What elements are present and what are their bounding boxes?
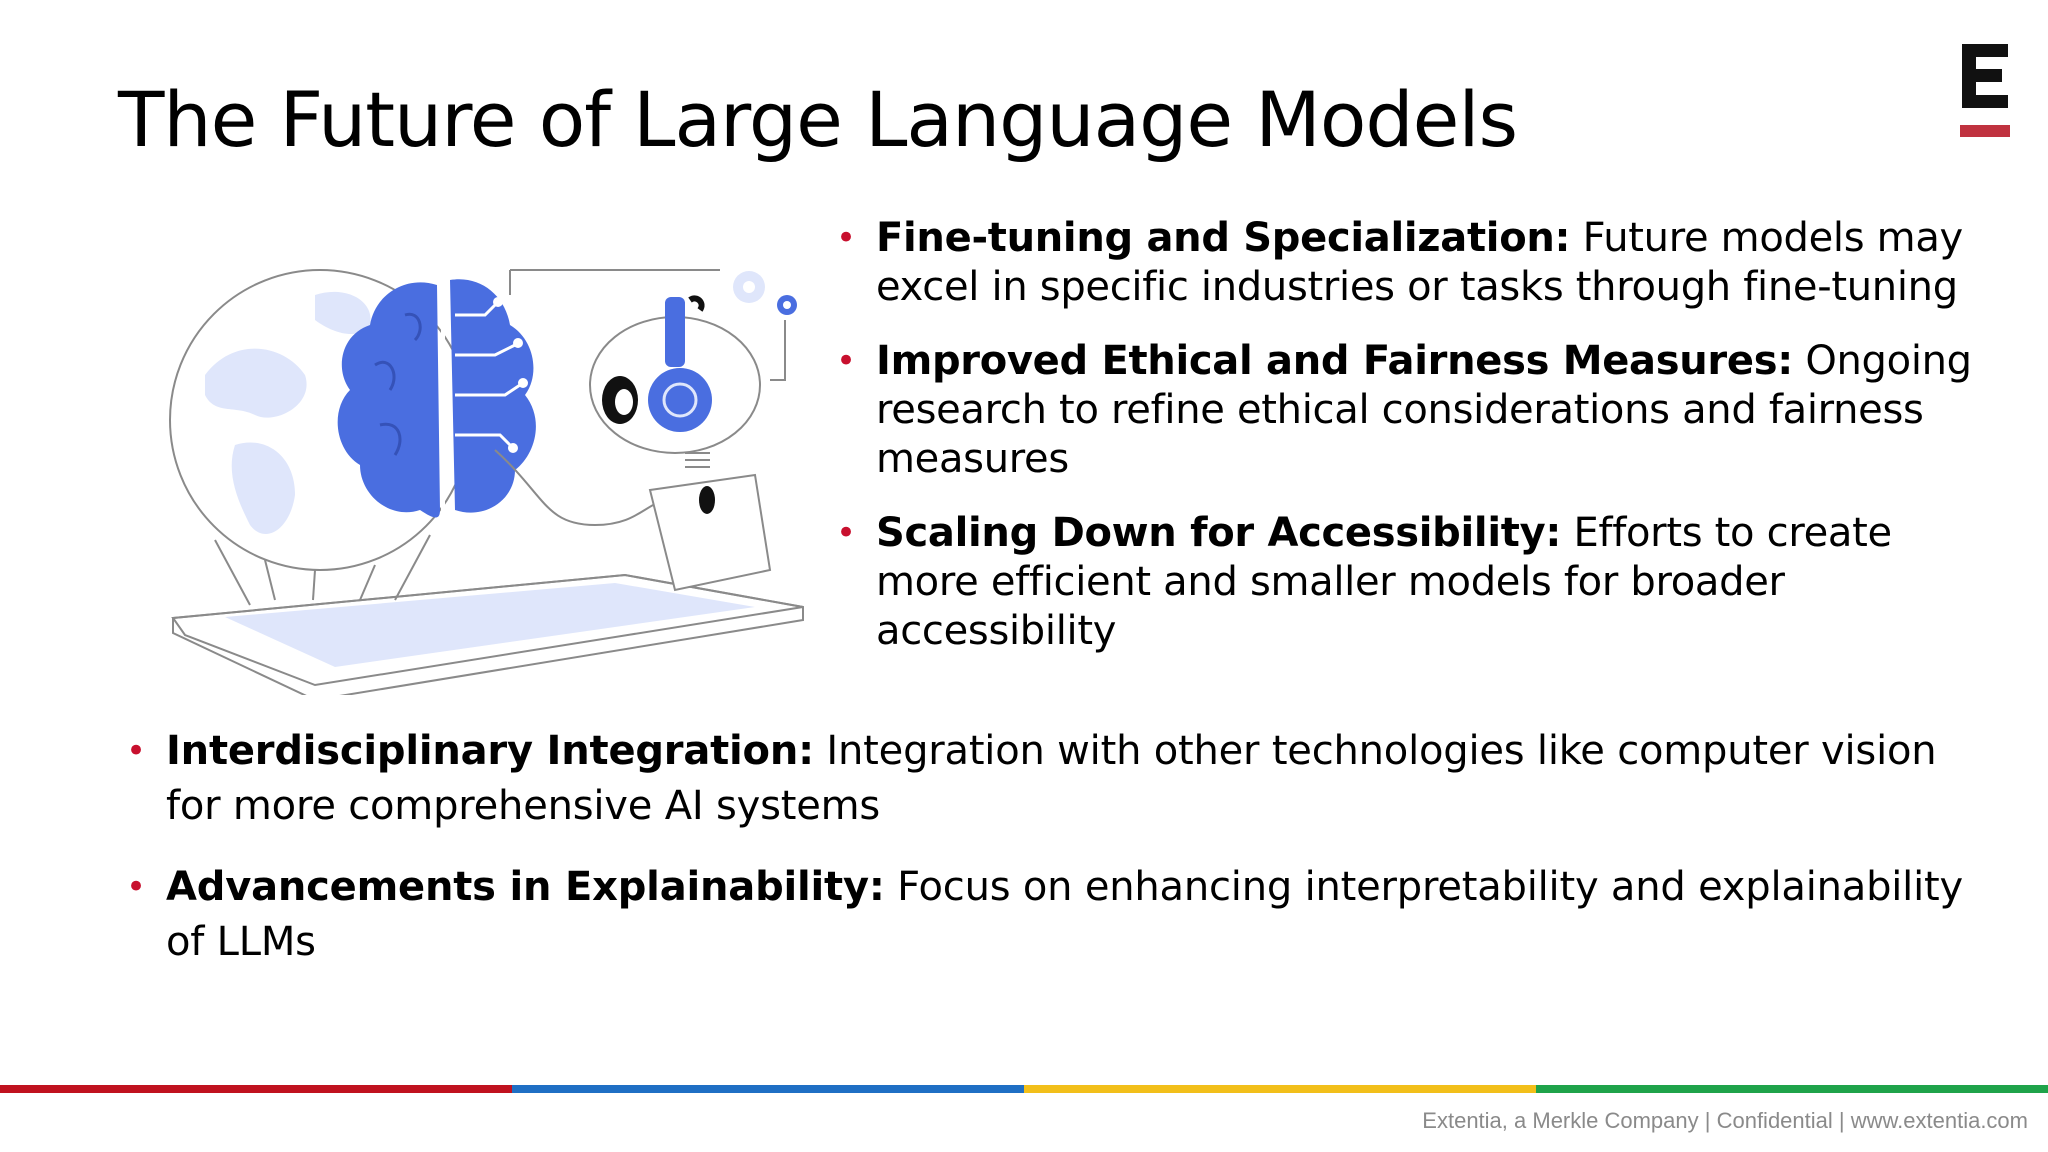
bullet-heading: Scaling Down for Accessibility: [876,510,1562,556]
footer-text: Extentia, a Merkle Company | Confidentia… [1422,1108,2028,1133]
tablet-illustration [171,573,804,695]
bullet-marker: • [126,867,146,907]
ai-illustration [169,269,804,695]
bullet-marker: • [836,218,856,258]
bullet-text: Efforts to create more efficient and sma… [876,510,1892,654]
extentia-logo [1960,44,2010,137]
brand-color-stripe [0,1085,2048,1093]
bullet-item-ethics: • Improved Ethical and Fairness Measures… [836,337,1986,484]
bullet-list-right: • Fine-tuning and Specialization: Future… [836,214,1986,681]
stripe-blue [512,1085,1024,1093]
stripe-green [1536,1085,2048,1093]
bullet-item-integration: • Interdisciplinary Integration: Integra… [126,724,1996,834]
brain-illustration [337,279,536,518]
bullet-item-explainability: • Advancements in Explainability: Focus … [126,860,1996,970]
slide-title: The Future of Large Language Models [118,75,1518,164]
bullet-heading: Advancements in Explainability: [166,864,885,910]
gear-icon [733,271,765,303]
robot-illustration [509,269,786,592]
bullet-marker: • [836,513,856,553]
bullet-marker: • [126,731,146,771]
bullet-text: Ongoing research to refine ethical consi… [876,338,1972,482]
gear-icon-small [777,295,797,315]
bullet-text: Integration with other technologies like… [166,728,1937,829]
bullet-marker: • [836,341,856,381]
stripe-red [0,1085,512,1093]
bullet-heading: Fine-tuning and Specialization: [876,215,1571,261]
stripe-yellow [1024,1085,1536,1093]
bullet-heading: Interdisciplinary Integration: [166,728,814,774]
bullet-item-fine-tuning: • Fine-tuning and Specialization: Future… [836,214,1986,312]
bullet-text: Future models may excel in specific indu… [876,215,1963,310]
bullet-item-scaling: • Scaling Down for Accessibility: Effort… [836,509,1986,656]
bullet-list-bottom: • Interdisciplinary Integration: Integra… [126,724,1996,996]
bullet-heading: Improved Ethical and Fairness Measures: [876,338,1793,384]
bullet-text: Focus on enhancing interpretability and … [166,864,1963,965]
